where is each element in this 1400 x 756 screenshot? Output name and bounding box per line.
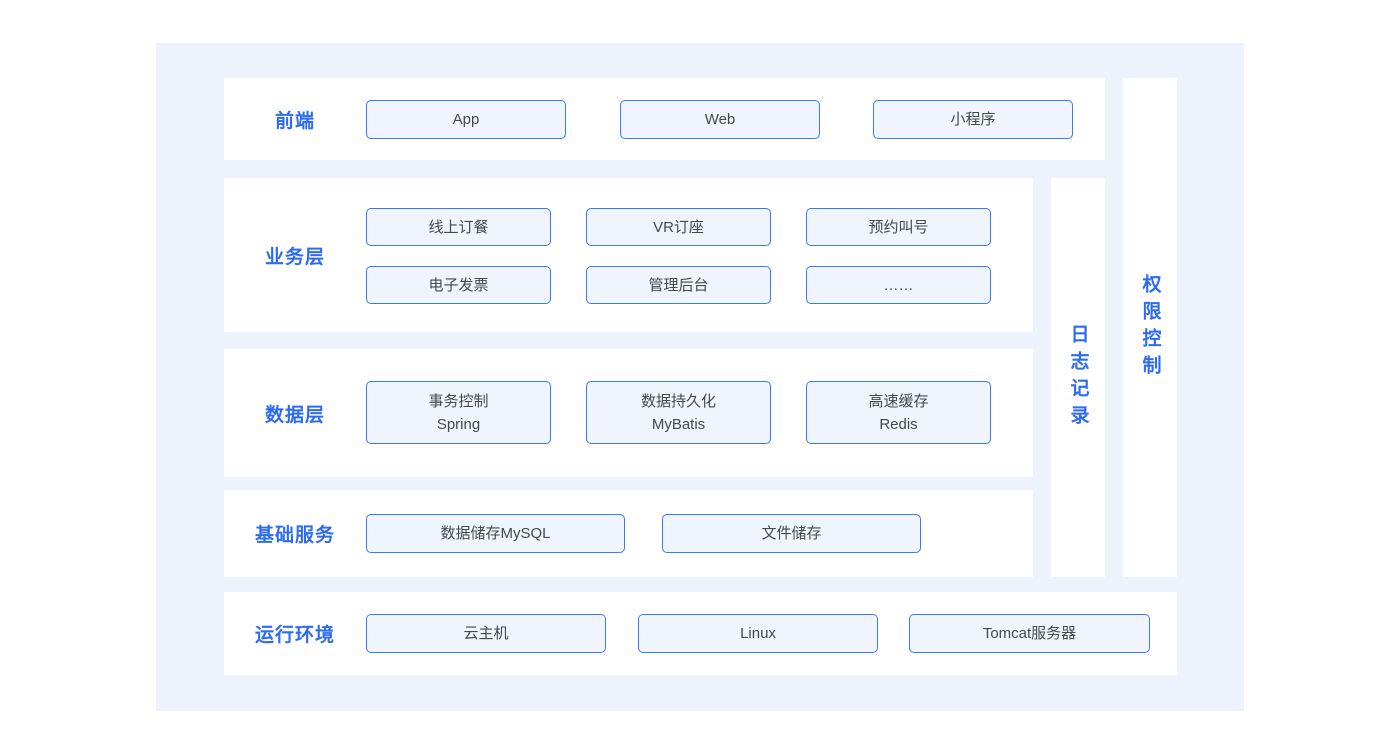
box-tomcat-server-label: Tomcat服务器 bbox=[982, 625, 1077, 642]
box-miniprogram-label: 小程序 bbox=[950, 111, 996, 128]
box-app-label: App bbox=[452, 111, 480, 128]
box-cloud-host: 云主机 bbox=[366, 614, 606, 653]
box-e-invoice-label: 电子发票 bbox=[428, 276, 489, 294]
box-file-storage: 文件储存 bbox=[662, 514, 921, 553]
box-vr-seating-label: VR订座 bbox=[653, 218, 704, 236]
sidebar-logging: 日志记录 bbox=[1051, 178, 1105, 577]
box-queue-number: 预约叫号 bbox=[806, 208, 991, 246]
box-transaction-spring-title: 事务控制 bbox=[428, 392, 489, 410]
layer-label-data: 数据层 bbox=[264, 404, 325, 426]
box-cloud-host-label: 云主机 bbox=[463, 625, 509, 642]
box-transaction-spring-subtitle: Spring bbox=[436, 415, 481, 433]
box-online-ordering: 线上订餐 bbox=[366, 208, 551, 246]
sidebar-logging-label: 日志记录 bbox=[1067, 323, 1089, 432]
layer-row-runtime: 运行环境 云主机 Linux Tomcat服务器 bbox=[224, 592, 1177, 675]
layer-row-data: 数据层 事务控制 Spring 数据持久化 MyBatis 高速缓存 Redis bbox=[224, 349, 1033, 477]
box-mysql-storage: 数据储存MySQL bbox=[366, 514, 625, 553]
box-vr-seating: VR订座 bbox=[586, 208, 771, 246]
box-e-invoice: 电子发票 bbox=[366, 266, 551, 304]
box-cache-redis: 高速缓存 Redis bbox=[806, 381, 991, 444]
layer-label-runtime: 运行环境 bbox=[254, 625, 335, 646]
sidebar-permission-control: 权限控制 bbox=[1123, 78, 1177, 577]
box-cache-redis-subtitle: Redis bbox=[879, 415, 918, 433]
box-cache-redis-title: 高速缓存 bbox=[868, 392, 929, 410]
box-queue-number-label: 预约叫号 bbox=[868, 218, 929, 236]
box-web: Web bbox=[620, 100, 820, 139]
box-linux: Linux bbox=[638, 614, 878, 653]
box-file-storage-label: 文件储存 bbox=[761, 525, 822, 542]
box-persistence-mybatis-title: 数据持久化 bbox=[640, 392, 716, 410]
box-web-label: Web bbox=[704, 111, 736, 128]
layer-label-frontend: 前端 bbox=[274, 110, 315, 132]
layer-label-base-services: 基础服务 bbox=[254, 525, 335, 546]
box-admin-console: 管理后台 bbox=[586, 266, 771, 304]
layer-row-base-services: 基础服务 数据储存MySQL 文件储存 bbox=[224, 490, 1033, 577]
box-ellipsis-label: …… bbox=[883, 276, 914, 294]
box-persistence-mybatis: 数据持久化 MyBatis bbox=[586, 381, 771, 444]
box-linux-label: Linux bbox=[740, 625, 776, 642]
box-transaction-spring: 事务控制 Spring bbox=[366, 381, 551, 444]
layer-label-business: 业务层 bbox=[264, 246, 325, 268]
box-tomcat-server: Tomcat服务器 bbox=[909, 614, 1150, 653]
box-admin-console-label: 管理后台 bbox=[648, 276, 709, 294]
box-online-ordering-label: 线上订餐 bbox=[428, 218, 489, 236]
box-miniprogram: 小程序 bbox=[873, 100, 1073, 139]
box-app: App bbox=[366, 100, 566, 139]
sidebar-permission-control-label: 权限控制 bbox=[1139, 273, 1161, 382]
layer-row-frontend: 前端 App Web 小程序 bbox=[224, 78, 1105, 160]
layer-row-business: 业务层 线上订餐 VR订座 预约叫号 电子发票 管理后台 …… bbox=[224, 178, 1033, 332]
box-persistence-mybatis-subtitle: MyBatis bbox=[651, 415, 706, 433]
box-mysql-storage-label: 数据储存MySQL bbox=[440, 525, 551, 542]
box-ellipsis: …… bbox=[806, 266, 991, 304]
